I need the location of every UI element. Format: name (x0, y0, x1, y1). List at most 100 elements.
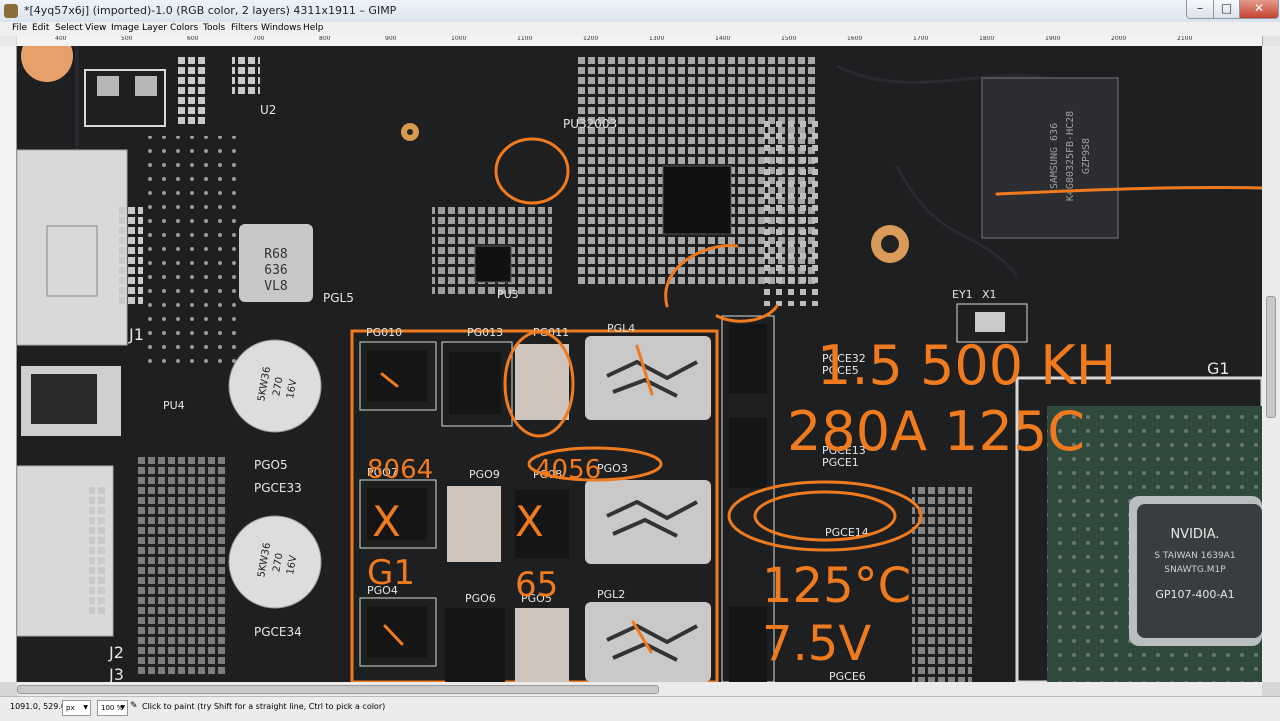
gimp-app-icon (4, 4, 18, 18)
cap-marking: 270 (271, 552, 285, 573)
ruler-label: 400 (55, 36, 67, 42)
inductor-marking: VL8 (264, 279, 287, 294)
ruler-label: 1000 (451, 36, 467, 42)
memory-marking: SAMSUNG 636 (1049, 123, 1060, 189)
gpu-marking: S TAIWAN 1639A1 (1154, 551, 1235, 561)
capacitor-pgce33 (228, 339, 322, 433)
unit-select[interactable]: px ▼ (62, 700, 91, 716)
mosfet-bare (515, 344, 569, 420)
annotation-line2: 280A 125C (787, 400, 1085, 463)
pointer-coordinates: 1091.0, 529.0 (10, 702, 66, 711)
menu-filters[interactable]: Filters (231, 23, 258, 33)
silk-pgl4: PGL4 (607, 322, 635, 335)
zoom-value: 100 % (101, 704, 124, 712)
menu-view[interactable]: View (85, 23, 107, 33)
silk-j2: J2 (108, 643, 124, 662)
ruler-label: 1900 (1045, 36, 1061, 42)
mounting-hole (21, 46, 73, 82)
scrollbar-thumb[interactable] (17, 685, 659, 694)
hdmi-connector-j1 (17, 149, 128, 346)
cap-marking: 16V (285, 554, 299, 575)
ruler-label: 1700 (913, 36, 929, 42)
silk-pgce33: PGO5 (254, 458, 288, 472)
gpu-marking: SNAWTG.M1P (1164, 565, 1226, 575)
ruler-label: 1600 (847, 36, 863, 42)
silk-g1: G1 (1207, 359, 1230, 378)
menu-colors[interactable]: Colors (170, 23, 199, 33)
annotation-line1: 1.5 500 KH (817, 334, 1116, 397)
vertical-scrollbar[interactable] (1262, 46, 1280, 682)
silk-pgce5: PGCE32 (822, 352, 866, 365)
memory-marking: GZP9S8 (1081, 138, 1092, 174)
unit-value: px (66, 704, 75, 712)
silk-pgo3: PGO3 (597, 462, 628, 475)
gpu-model: GP107-400-A1 (1155, 588, 1234, 601)
close-button[interactable]: ✕ (1239, 0, 1279, 19)
memory-marking: K4G80325FB-HC28 (1065, 111, 1076, 201)
maximize-button[interactable]: □ (1213, 0, 1240, 19)
navigate-button[interactable] (1262, 36, 1280, 46)
chevron-down-icon: ▼ (120, 704, 125, 711)
mosfet (367, 488, 427, 540)
annotation-temp: 125°C (762, 558, 911, 614)
pcb-photo: U2 J1 PU4 J2 J3 R68 636 VL8 PGL5 5KW36 2… (17, 46, 1262, 682)
silk-pgl2: PGL2 (597, 588, 625, 601)
menu-edit[interactable]: Edit (32, 23, 50, 33)
silk-pgce14: PGCE1 (822, 456, 859, 469)
window-titlebar: *[4yq57x6j] (imported)-1.0 (RGB color, 2… (0, 0, 1280, 23)
scrollbar-thumb[interactable] (1266, 296, 1276, 418)
chevron-down-icon: ▼ (83, 704, 88, 711)
silk-pgce13: PGCE5 (822, 364, 859, 377)
inductor-marking: 636 (264, 263, 287, 278)
cap-marking: 270 (271, 376, 285, 397)
silk-pgo9: PGO9 (469, 468, 500, 481)
silk-pgce34: PGCE33 (254, 481, 302, 495)
zoom-select[interactable]: 100 %▼ (97, 700, 128, 716)
ruler-corner[interactable] (0, 36, 16, 46)
annotation-left-note: G1 (367, 553, 415, 593)
pwm-controller-chip (662, 165, 732, 235)
status-hint: Click to paint (try Shift for a straight… (142, 702, 386, 711)
image-canvas[interactable]: U2 J1 PU4 J2 J3 R68 636 VL8 PGL5 5KW36 2… (17, 46, 1262, 682)
silk-pgo6: PGO6 (465, 592, 496, 605)
menu-file[interactable]: File (12, 23, 28, 33)
ruler-label: 2000 (1111, 36, 1127, 42)
crystal-x1 (975, 312, 1005, 332)
horizontal-scrollbar[interactable] (17, 682, 1262, 696)
gpu-logo-text: NVIDIA. (1170, 527, 1219, 542)
menu-select[interactable]: Select (55, 23, 83, 33)
menu-layer[interactable]: Layer (142, 23, 168, 33)
menu-tools[interactable]: Tools (203, 23, 226, 33)
mosfet (449, 352, 501, 414)
silk-j1: J1 (128, 325, 144, 344)
capacitor-pgce32 (228, 515, 322, 609)
inductor-pgl5 (239, 224, 313, 302)
status-bar: 1091.0, 529.0 px▼ 100 %▼ ✎ Click to pain… (0, 696, 1280, 721)
ruler-label: 1500 (781, 36, 797, 42)
silk-j3: J3 (108, 665, 124, 682)
mosfet-bare (447, 486, 501, 562)
annotation-strokes (380, 137, 1262, 654)
silk-pgce1: PGCE13 (822, 444, 866, 457)
mosfet (445, 608, 505, 682)
menu-image[interactable]: Image (111, 23, 140, 33)
menu-windows[interactable]: Windows (261, 23, 302, 33)
ruler-label: 2100 (1177, 36, 1193, 42)
silk-pg011: PG011 (533, 326, 569, 339)
vertical-ruler[interactable] (0, 46, 17, 682)
mosfet-bare (515, 608, 569, 682)
ruler-label: 900 (385, 36, 397, 42)
annotation-left-note: 8064 (367, 455, 433, 485)
ruler-label: 1300 (649, 36, 665, 42)
annotation-mid-note: 4056 (535, 455, 601, 485)
ruler-label: 600 (187, 36, 199, 42)
silk-ey1: EY1 (952, 288, 973, 301)
annotation-voltage: 7.5V (762, 616, 871, 672)
silk-pu3: PU3 (497, 288, 519, 301)
choke-pgl2 (585, 602, 711, 682)
silk-pg010: PG010 (366, 326, 402, 339)
menu-bar: File Edit Select View Image Layer Colors… (0, 22, 1280, 36)
minimize-button[interactable]: – (1186, 0, 1214, 19)
menu-help[interactable]: Help (303, 23, 324, 33)
silk-pgo7: PGO7 (367, 466, 398, 479)
